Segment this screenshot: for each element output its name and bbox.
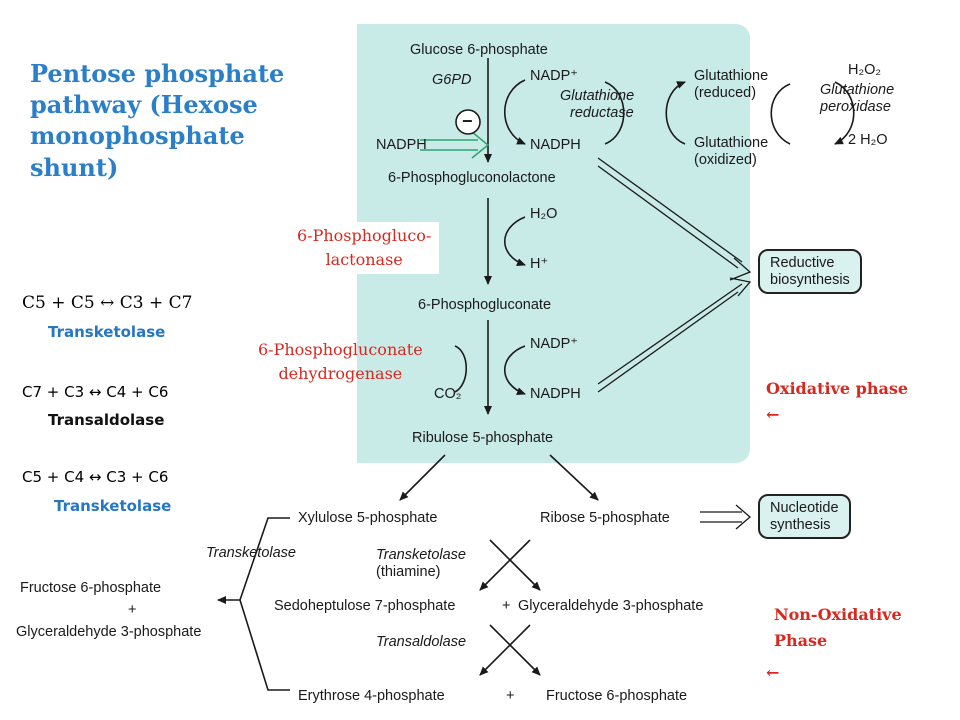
phosphogluconolactone: 6-Phosphogluconolactone <box>388 170 556 186</box>
ribulose-5-phosphate: Ribulose 5-phosphate <box>412 430 554 446</box>
reaction-enzyme-2: Transaldolase <box>48 411 165 429</box>
glucose-6-phosphate: Glucose 6-phosphate <box>410 42 548 58</box>
g6pd-enzyme: G6PD <box>432 72 472 88</box>
glutathione-oxidized: Glutathione (oxidized) <box>694 135 769 168</box>
fructose-6-phosphate-left: Fructose 6-phosphate <box>20 580 162 596</box>
oxidative-phase-arrow-icon: ← <box>766 404 780 424</box>
reaction-equation-3: C5 + C4 ↔ C3 + C6 <box>22 468 169 486</box>
plus-mid: + <box>502 598 511 614</box>
page-title: Pentose phosphate pathway (Hexose monoph… <box>30 59 285 182</box>
reaction-equation-2: C7 + C3 ↔ C4 + C6 <box>22 383 169 401</box>
reaction-enzyme-3: Transketolase <box>54 497 172 515</box>
fructose-6-phosphate-right: Fructose 6-phosphate <box>546 688 688 704</box>
ribose-5-phosphate: Ribose 5-phosphate <box>540 510 670 526</box>
sedoheptulose-7-phosphate: Sedoheptulose 7-phosphate <box>274 598 456 614</box>
nadph-2: NADPH <box>530 386 581 402</box>
hydrogen-peroxide: H₂O₂ <box>848 62 882 78</box>
water: H₂O <box>530 206 558 222</box>
glutathione-reduced: Glutathione (reduced) <box>694 68 769 101</box>
inhibition-minus-sign: − <box>462 111 473 131</box>
reductive-biosynthesis-box: Reductive biosynthesis <box>758 249 862 295</box>
nonoxidative-phase-label: Non-Oxidative Phase <box>774 605 902 650</box>
two-water: 2 H₂O <box>848 132 888 148</box>
nadp-plus: NADP⁺ <box>530 68 578 84</box>
plus-bottom: + <box>506 688 515 704</box>
h-plus: H⁺ <box>530 256 549 272</box>
nadph-left: NADPH <box>376 137 427 153</box>
phosphogluconate: 6-Phosphogluconate <box>418 297 552 313</box>
inhibition-minus-icon <box>455 109 481 135</box>
lactonase-label: 6-Phosphogluco- lactonase <box>289 222 440 274</box>
transketolase-thiamine: Transketolase (thiamine) <box>376 547 466 580</box>
plus-left: + <box>128 602 137 618</box>
reaction-enzyme-1: Transketolase <box>48 323 166 341</box>
nadph: NADPH <box>530 137 581 153</box>
xylulose-5-phosphate: Xylulose 5-phosphate <box>298 510 438 526</box>
transketolase-left: Transketolase <box>206 545 296 561</box>
glutathione-reductase: Glutathione reductase <box>560 88 635 121</box>
oxidative-phase-label: Oxidative phase ← <box>766 376 908 427</box>
glyceraldehyde-3-phosphate-right: Glyceraldehyde 3-phosphate <box>518 598 704 614</box>
erythrose-4-phosphate: Erythrose 4-phosphate <box>298 688 445 704</box>
nonoxidative-phase-arrow-icon: ← <box>766 663 780 682</box>
carbon-dioxide: CO₂ <box>434 386 462 402</box>
nadp-plus-2: NADP⁺ <box>530 336 578 352</box>
nucleotide-synthesis-box: Nucleotide synthesis <box>758 494 851 540</box>
glutathione-peroxidase: Glutathione peroxidase <box>820 82 895 115</box>
transaldolase-enzyme: Transaldolase <box>376 634 467 650</box>
glyceraldehyde-3-phosphate-left: Glyceraldehyde 3-phosphate <box>16 624 202 640</box>
dehydrogenase-label: 6-Phosphogluconate dehydrogenase <box>258 340 423 383</box>
reaction-equation-1: C5 + C5 ↔ C3 + C7 <box>22 293 193 313</box>
